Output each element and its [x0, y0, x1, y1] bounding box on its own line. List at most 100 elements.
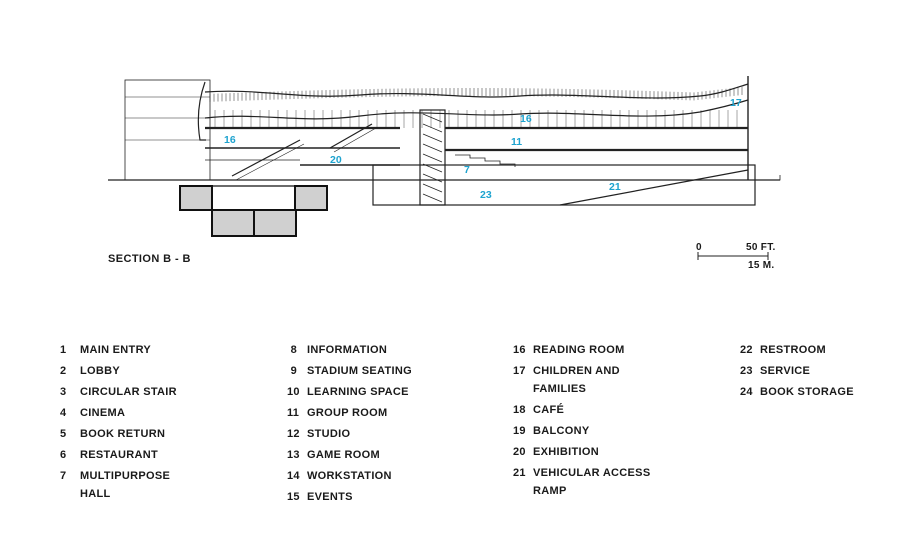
legend-number: 8: [290, 344, 297, 356]
legend-label: EXHIBITION: [533, 443, 599, 461]
legend-number: 5: [60, 428, 67, 440]
legend-label-line: BOOK STORAGE: [760, 386, 854, 398]
legend-label-line: RAMP: [533, 485, 567, 497]
scale-bar: 0 50 FT. 15 M.: [690, 240, 780, 272]
scale-feet-label: 50 FT.: [746, 242, 776, 253]
legend-label: BOOK STORAGE: [760, 383, 854, 401]
legend-number: 21: [513, 467, 526, 479]
legend-item: 13 GAME ROOM: [287, 446, 412, 464]
legend-label-line: CIRCULAR STAIR: [80, 386, 177, 398]
legend-label-line: CHILDREN AND: [533, 365, 620, 377]
legend-label-line: FAMILIES: [533, 383, 587, 395]
legend-label: BOOK RETURN: [80, 425, 165, 443]
legend-label-line: CAFÉ: [533, 404, 565, 416]
legend-item: 12 STUDIO: [287, 425, 412, 443]
legend-number: 20: [513, 446, 526, 458]
legend-label-line: GAME ROOM: [307, 449, 380, 461]
legend-number: 24: [740, 386, 753, 398]
room-tag: 17: [730, 97, 742, 109]
legend-label: INFORMATION: [307, 341, 387, 359]
legend-label-line: STUDIO: [307, 428, 351, 440]
legend-label: LOBBY: [80, 362, 120, 380]
room-tag: 7: [464, 164, 470, 176]
legend-label: GROUP ROOM: [307, 404, 387, 422]
legend-label-line: MAIN ENTRY: [80, 344, 152, 356]
legend-label-line: BOOK RETURN: [80, 428, 166, 440]
legend-label-line: GROUP ROOM: [307, 407, 388, 419]
legend-label-line: STADIUM SEATING: [307, 365, 412, 377]
legend-item: 2 LOBBY: [60, 362, 177, 380]
legend-number: 11: [287, 407, 300, 419]
legend-item: 10 LEARNING SPACE: [287, 383, 412, 401]
legend-item: 20 EXHIBITION: [513, 443, 650, 461]
room-tag: 16: [224, 134, 236, 146]
legend-number: 9: [290, 365, 297, 377]
room-tag: 21: [609, 181, 621, 193]
legend-number: 3: [60, 386, 67, 398]
legend-item: 4 CINEMA: [60, 404, 177, 422]
legend-label-line: WORKSTATION: [307, 470, 392, 482]
legend-number: 13: [287, 449, 300, 461]
legend-label-line: BALCONY: [533, 425, 590, 437]
legend-label: VEHICULAR ACCESS RAMP: [533, 464, 650, 500]
legend-label-line: EXHIBITION: [533, 446, 599, 458]
legend-number: 12: [287, 428, 300, 440]
building-section-drawing: 16 20 16 11 17 7 23 21: [108, 76, 781, 237]
legend-number: 22: [740, 344, 753, 356]
legend-label: RESTAURANT: [80, 446, 158, 464]
legend-item: 11 GROUP ROOM: [287, 404, 412, 422]
legend-item: 22 RESTROOM: [740, 341, 854, 359]
legend-number: 19: [513, 425, 526, 437]
legend-item: 3 CIRCULAR STAIR: [60, 383, 177, 401]
legend-label-line: LEARNING SPACE: [307, 386, 409, 398]
legend-label-line: RESTROOM: [760, 344, 826, 356]
legend-label: CIRCULAR STAIR: [80, 383, 177, 401]
room-tag: 16: [520, 113, 532, 125]
legend-label: MAIN ENTRY: [80, 341, 151, 359]
scale-meters-label: 15 M.: [748, 260, 775, 271]
legend-number: 7: [60, 470, 67, 482]
legend-label: CAFÉ: [533, 401, 564, 419]
legend-item: 17 CHILDREN AND FAMILIES: [513, 362, 650, 398]
legend-label-line: RESTAURANT: [80, 449, 158, 461]
legend-label-line: INFORMATION: [307, 344, 388, 356]
legend-label-line: CINEMA: [80, 407, 126, 419]
legend-label: STUDIO: [307, 425, 350, 443]
legend-number: 14: [287, 470, 300, 482]
legend-label: READING ROOM: [533, 341, 625, 359]
legend-number: 10: [287, 386, 300, 398]
legend-label-line: SERVICE: [760, 365, 811, 377]
legend-column-2: 8 INFORMATION 9 STADIUM SEATING 10 LEARNING S…: [287, 341, 412, 509]
legend-label: GAME ROOM: [307, 446, 380, 464]
legend-item: 19 BALCONY: [513, 422, 650, 440]
legend-label-line: EVENTS: [307, 491, 353, 503]
room-tag: 23: [480, 189, 492, 201]
legend-number: 17: [513, 365, 526, 377]
room-tag: 20: [330, 154, 342, 166]
legend-label: BALCONY: [533, 422, 590, 440]
legend-number: 4: [60, 407, 67, 419]
legend-label: CINEMA: [80, 404, 125, 422]
legend-label: STADIUM SEATING: [307, 362, 412, 380]
legend-label: WORKSTATION: [307, 467, 392, 485]
legend-label-line: READING ROOM: [533, 344, 625, 356]
scale-zero-label: 0: [696, 242, 702, 253]
legend-label: EVENTS: [307, 488, 353, 506]
legend-label-line: VEHICULAR ACCESS: [533, 467, 651, 479]
legend-number: 2: [60, 365, 67, 377]
legend-label: RESTROOM: [760, 341, 826, 359]
legend-label-line: MULTIPURPOSE: [80, 470, 171, 482]
legend-item: 14 WORKSTATION: [287, 467, 412, 485]
scale-line: [697, 252, 769, 260]
legend-item: 9 STADIUM SEATING: [287, 362, 412, 380]
legend-label-line: LOBBY: [80, 365, 120, 377]
legend-item: 8 INFORMATION: [287, 341, 412, 359]
